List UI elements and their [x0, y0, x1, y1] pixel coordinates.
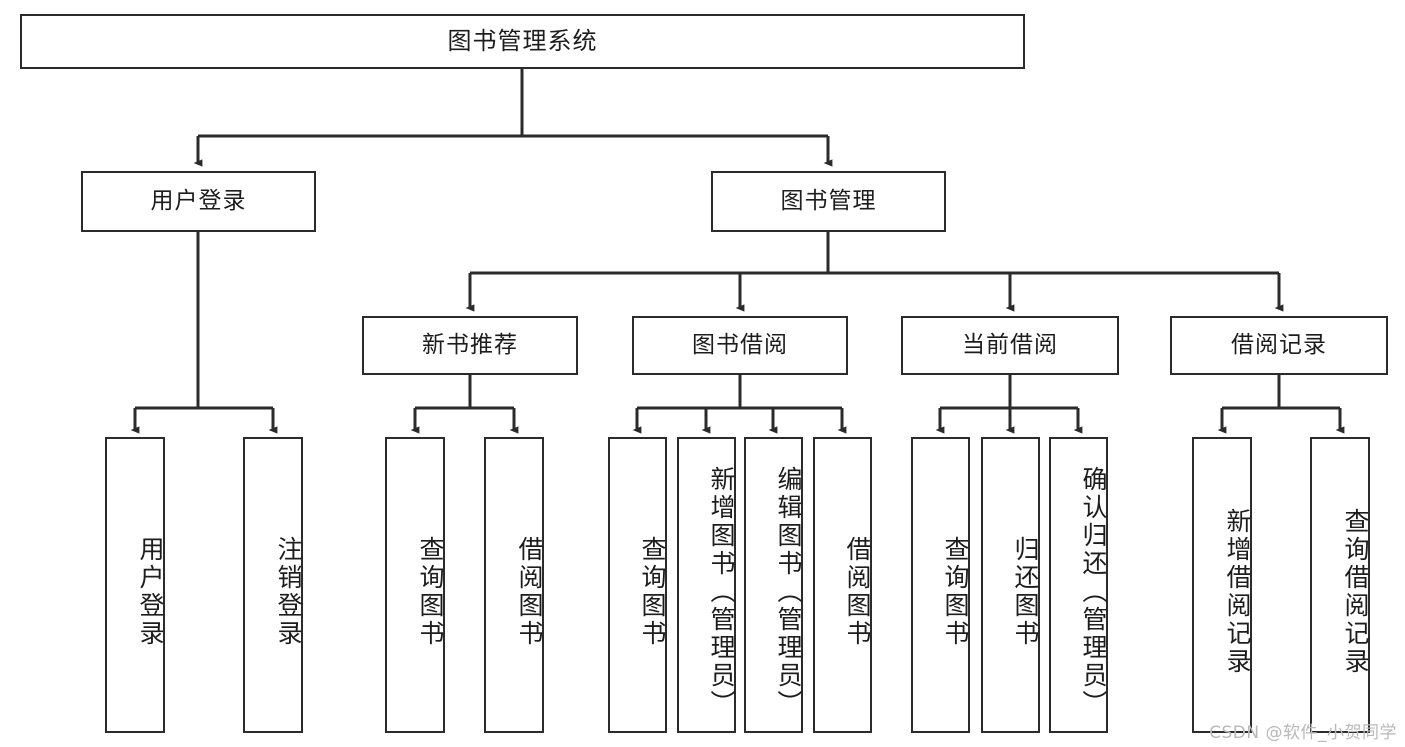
node-current-borrow[interactable]: 当前借阅 [901, 316, 1119, 375]
node-label: 图书管理 [780, 187, 877, 214]
leaf-book-borrow-query[interactable]: 查询图书 [608, 437, 667, 733]
node-label: 查询图书 [941, 536, 970, 648]
leaf-current-borrow-return[interactable]: 归还图书 [981, 437, 1040, 733]
node-book-management[interactable]: 图书管理 [711, 171, 946, 232]
node-label: 注销登录 [274, 536, 303, 648]
node-label: 查询图书 [638, 536, 667, 648]
leaf-current-borrow-confirm-return[interactable]: 确认归还（管理员） [1049, 437, 1108, 733]
leaf-borrow-record-add[interactable]: 新增借阅记录 [1192, 437, 1252, 733]
node-label: 查询借阅记录 [1341, 508, 1370, 676]
csdn-watermark: CSDN @软件_小贺同学 [1209, 723, 1397, 743]
node-label: 借阅图书 [515, 536, 544, 648]
node-label: 编辑图书（管理员） [774, 466, 803, 718]
leaf-book-borrow-borrow[interactable]: 借阅图书 [813, 437, 872, 733]
leaf-book-borrow-edit[interactable]: 编辑图书（管理员） [744, 437, 803, 733]
leaf-new-book-borrow[interactable]: 借阅图书 [484, 437, 544, 733]
node-label: 新增借阅记录 [1223, 508, 1252, 676]
leaf-current-borrow-query[interactable]: 查询图书 [911, 437, 970, 733]
node-label: 当前借阅 [962, 331, 1058, 358]
node-label: 归还图书 [1011, 536, 1040, 648]
node-label: 新书推荐 [422, 331, 518, 358]
leaf-user-login-logout[interactable]: 注销登录 [243, 437, 303, 733]
node-book-borrow[interactable]: 图书借阅 [632, 316, 848, 375]
node-label: 确认归还（管理员） [1079, 466, 1108, 718]
node-root-system[interactable]: 图书管理系统 [20, 14, 1025, 69]
node-label: 借阅图书 [843, 536, 872, 648]
node-new-book-recommend[interactable]: 新书推荐 [362, 316, 578, 375]
node-label: 图书管理系统 [447, 27, 598, 56]
node-label: 图书借阅 [692, 331, 788, 358]
node-label: 用户登录 [136, 536, 165, 648]
leaf-new-book-query[interactable]: 查询图书 [385, 437, 445, 733]
node-label: 借阅记录 [1231, 331, 1327, 358]
node-borrow-record[interactable]: 借阅记录 [1170, 316, 1388, 375]
node-label: 用户登录 [150, 187, 247, 214]
node-label: 新增图书（管理员） [707, 466, 736, 718]
node-label: 查询图书 [416, 536, 445, 648]
leaf-borrow-record-query[interactable]: 查询借阅记录 [1310, 437, 1370, 733]
leaf-user-login-login[interactable]: 用户登录 [105, 437, 165, 733]
node-user-login[interactable]: 用户登录 [81, 171, 316, 232]
leaf-book-borrow-add[interactable]: 新增图书（管理员） [677, 437, 736, 733]
